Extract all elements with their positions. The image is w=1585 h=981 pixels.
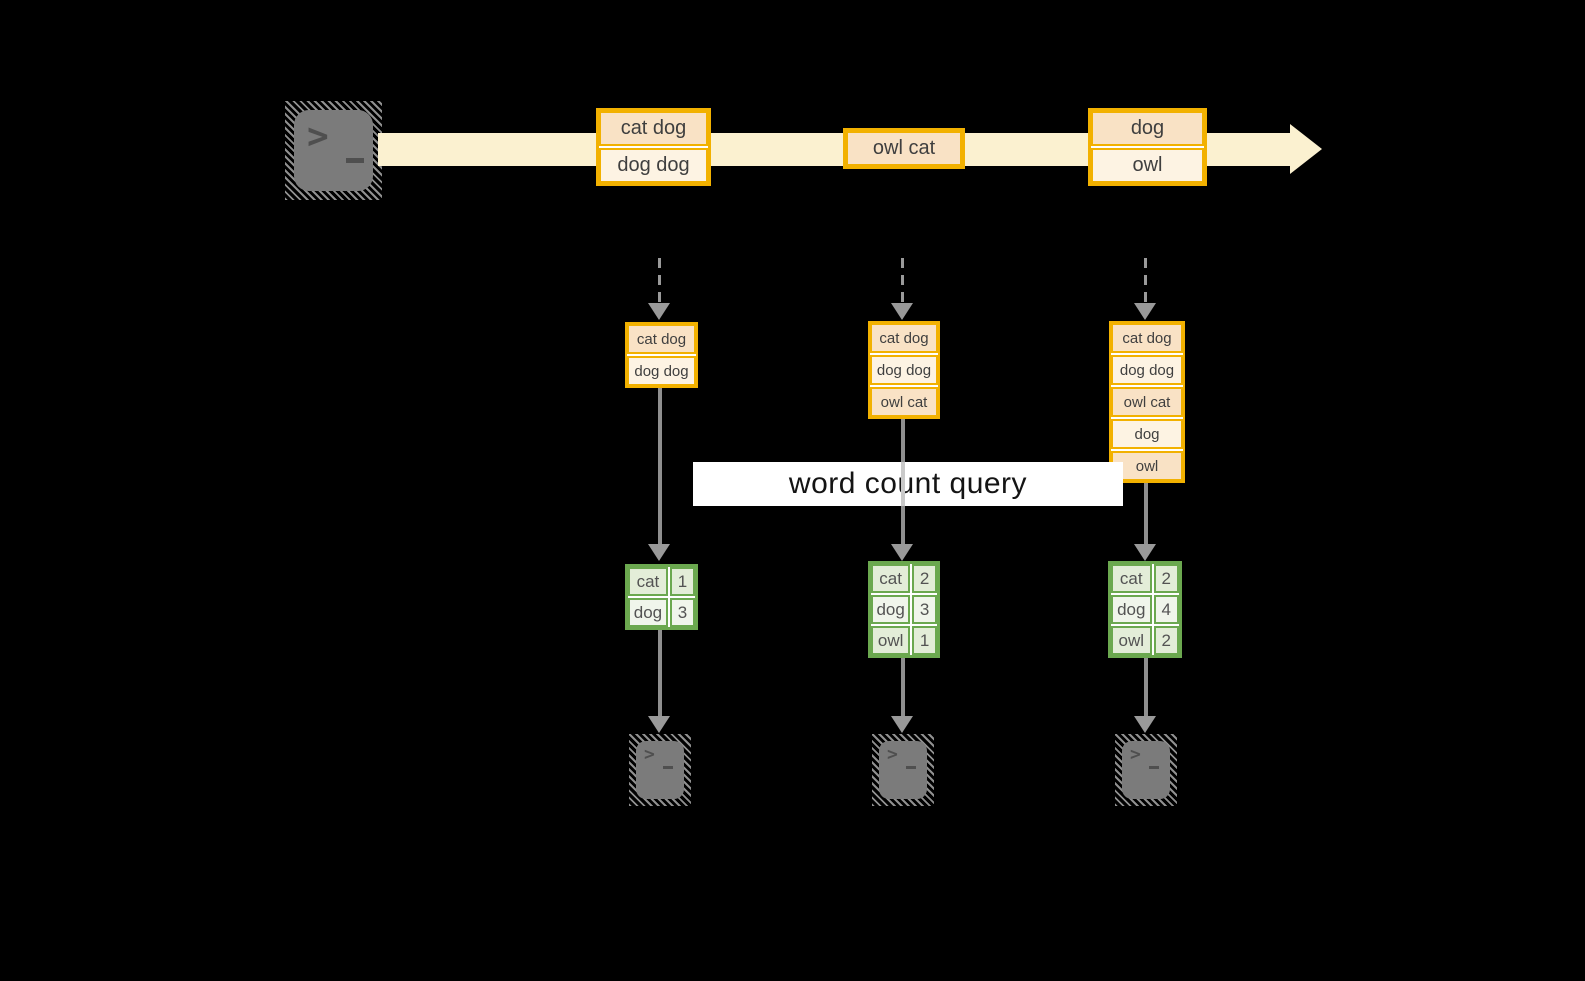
prompt-underscore-icon xyxy=(346,158,364,163)
dashed-arrow-line xyxy=(901,258,904,302)
flow-line-over-label xyxy=(901,462,905,506)
batch-line: owl cat xyxy=(846,131,962,166)
word-cell: dog xyxy=(628,598,668,627)
dashed-arrow-line xyxy=(1144,258,1147,302)
state-line: dog dog xyxy=(1111,355,1183,385)
state-line: dog dog xyxy=(870,355,938,385)
state-line: cat dog xyxy=(870,323,938,353)
state-line: owl xyxy=(1111,451,1183,481)
stream-batch-2: owl cat xyxy=(843,128,965,169)
word-cell: dog xyxy=(871,595,911,624)
table-row: owl 1 xyxy=(871,626,937,655)
word-cell: owl xyxy=(1111,626,1152,655)
state-box-1: cat dog dog dog xyxy=(625,322,698,388)
stream-arrow-head-icon xyxy=(1290,124,1322,174)
arrow-head-icon xyxy=(648,716,670,733)
arrow-head-icon xyxy=(648,544,670,561)
word-cell: owl xyxy=(871,626,911,655)
state-box-2: cat dog dog dog owl cat xyxy=(868,321,940,419)
state-box-3: cat dog dog dog owl cat dog owl xyxy=(1109,321,1185,483)
count-cell: 1 xyxy=(912,626,937,655)
flow-line xyxy=(658,386,662,544)
count-cell: 3 xyxy=(669,598,695,627)
arrow-head-icon xyxy=(1134,716,1156,733)
state-line: dog dog xyxy=(627,356,696,386)
word-cell: cat xyxy=(628,567,668,596)
state-line: cat dog xyxy=(1111,323,1183,353)
batch-line: cat dog xyxy=(599,111,708,146)
count-cell: 3 xyxy=(912,595,937,624)
state-line: owl cat xyxy=(870,387,938,417)
count-cell: 2 xyxy=(1153,564,1179,593)
terminal-icon: > xyxy=(872,734,934,806)
count-table-3: cat 2 dog 4 owl 2 xyxy=(1108,561,1182,658)
table-row: dog 3 xyxy=(628,598,695,627)
table-row: cat 2 xyxy=(871,564,937,593)
batch-line: owl xyxy=(1091,148,1204,183)
terminal-icon: > xyxy=(1115,734,1177,806)
state-line: owl cat xyxy=(1111,387,1183,417)
arrow-head-icon xyxy=(891,303,913,320)
table-row: dog 4 xyxy=(1111,595,1179,624)
prompt-underscore-icon xyxy=(1149,766,1159,769)
prompt-chevron-icon: > xyxy=(307,116,329,157)
count-cell: 4 xyxy=(1153,595,1179,624)
prompt-chevron-icon: > xyxy=(1130,744,1141,765)
arrow-head-icon xyxy=(648,303,670,320)
prompt-underscore-icon xyxy=(906,766,916,769)
terminal-screen: > xyxy=(636,741,684,799)
flow-line xyxy=(658,628,662,716)
batch-line: dog xyxy=(1091,111,1204,146)
stream-batch-3: dog owl xyxy=(1088,108,1207,186)
count-table-1: cat 1 dog 3 xyxy=(625,564,698,630)
prompt-chevron-icon: > xyxy=(887,744,898,765)
terminal-icon: > xyxy=(629,734,691,806)
stream-batch-1: cat dog dog dog xyxy=(596,108,711,186)
flow-line xyxy=(1144,482,1148,544)
prompt-underscore-icon xyxy=(663,766,673,769)
table-row: dog 3 xyxy=(871,595,937,624)
count-cell: 2 xyxy=(1153,626,1179,655)
state-line: cat dog xyxy=(627,324,696,354)
terminal-screen: > xyxy=(294,110,373,191)
table-row: cat 2 xyxy=(1111,564,1179,593)
count-cell: 2 xyxy=(912,564,937,593)
arrow-head-icon xyxy=(891,544,913,561)
word-cell: cat xyxy=(1111,564,1152,593)
count-table-2: cat 2 dog 3 owl 1 xyxy=(868,561,940,658)
state-line: dog xyxy=(1111,419,1183,449)
arrow-head-icon xyxy=(1134,303,1156,320)
batch-line: dog dog xyxy=(599,148,708,183)
word-cell: dog xyxy=(1111,595,1152,624)
terminal-screen: > xyxy=(1122,741,1170,799)
flow-line xyxy=(901,657,905,716)
word-cell: cat xyxy=(871,564,911,593)
flow-line xyxy=(1144,657,1148,716)
table-row: owl 2 xyxy=(1111,626,1179,655)
terminal-screen: > xyxy=(879,741,927,799)
dashed-arrow-line xyxy=(658,258,661,302)
arrow-head-icon xyxy=(1134,544,1156,561)
prompt-chevron-icon: > xyxy=(644,744,655,765)
terminal-icon: > xyxy=(285,101,382,200)
query-label: word count query xyxy=(693,462,1123,506)
arrow-head-icon xyxy=(891,716,913,733)
table-row: cat 1 xyxy=(628,567,695,596)
count-cell: 1 xyxy=(669,567,695,596)
